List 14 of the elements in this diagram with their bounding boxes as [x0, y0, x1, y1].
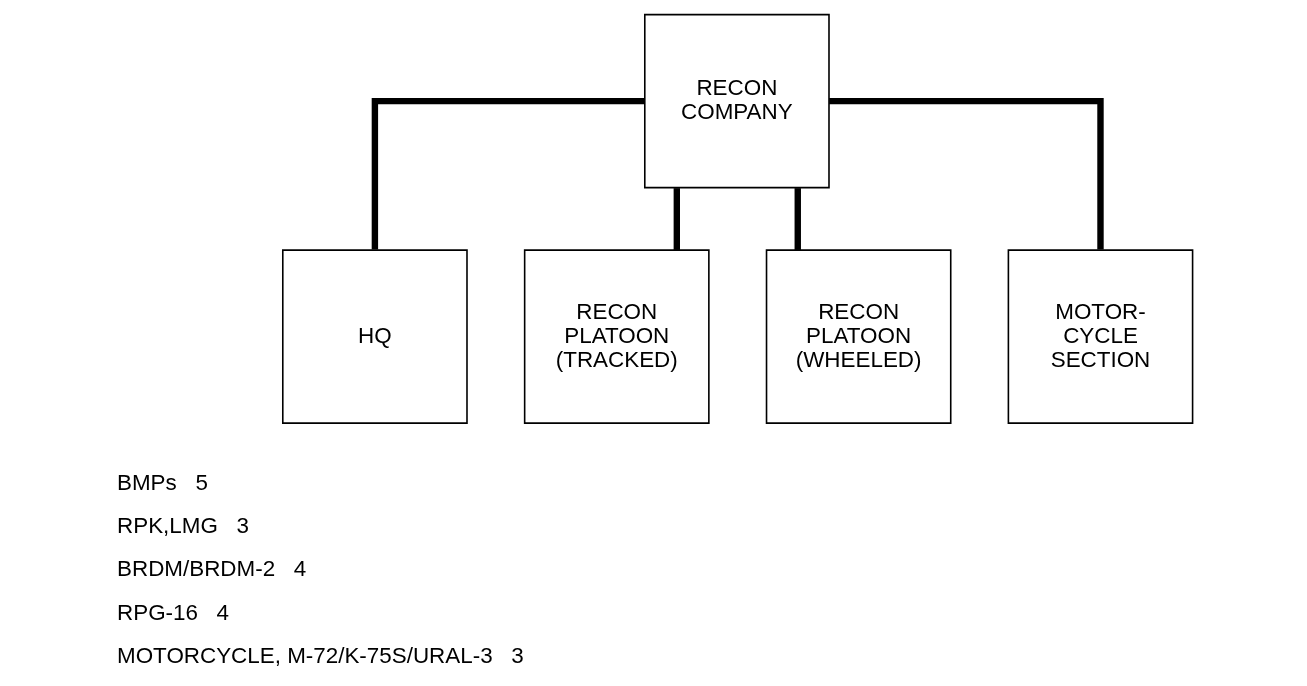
node-box: RECON PLATOON (WHEELED): [765, 249, 952, 424]
node-box: RECON PLATOON (TRACKED): [523, 249, 710, 424]
node-box: MOTOR- CYCLE SECTION: [1007, 249, 1193, 424]
connector: [794, 188, 801, 250]
connector: [673, 188, 680, 250]
label: MOTORCYCLE, M-72/K-75S/URAL-3 3: [116, 642, 524, 668]
node-box: HQ: [281, 249, 468, 424]
label: BRDM/BRDM-2 4: [116, 556, 306, 582]
connector: [828, 97, 1104, 250]
label: RPK,LMG 3: [116, 513, 249, 539]
label: BMPs 5: [116, 469, 208, 495]
node-box: RECON COMPANY: [643, 13, 830, 189]
connector: [371, 97, 645, 250]
label: RPG-16 4: [116, 599, 229, 625]
